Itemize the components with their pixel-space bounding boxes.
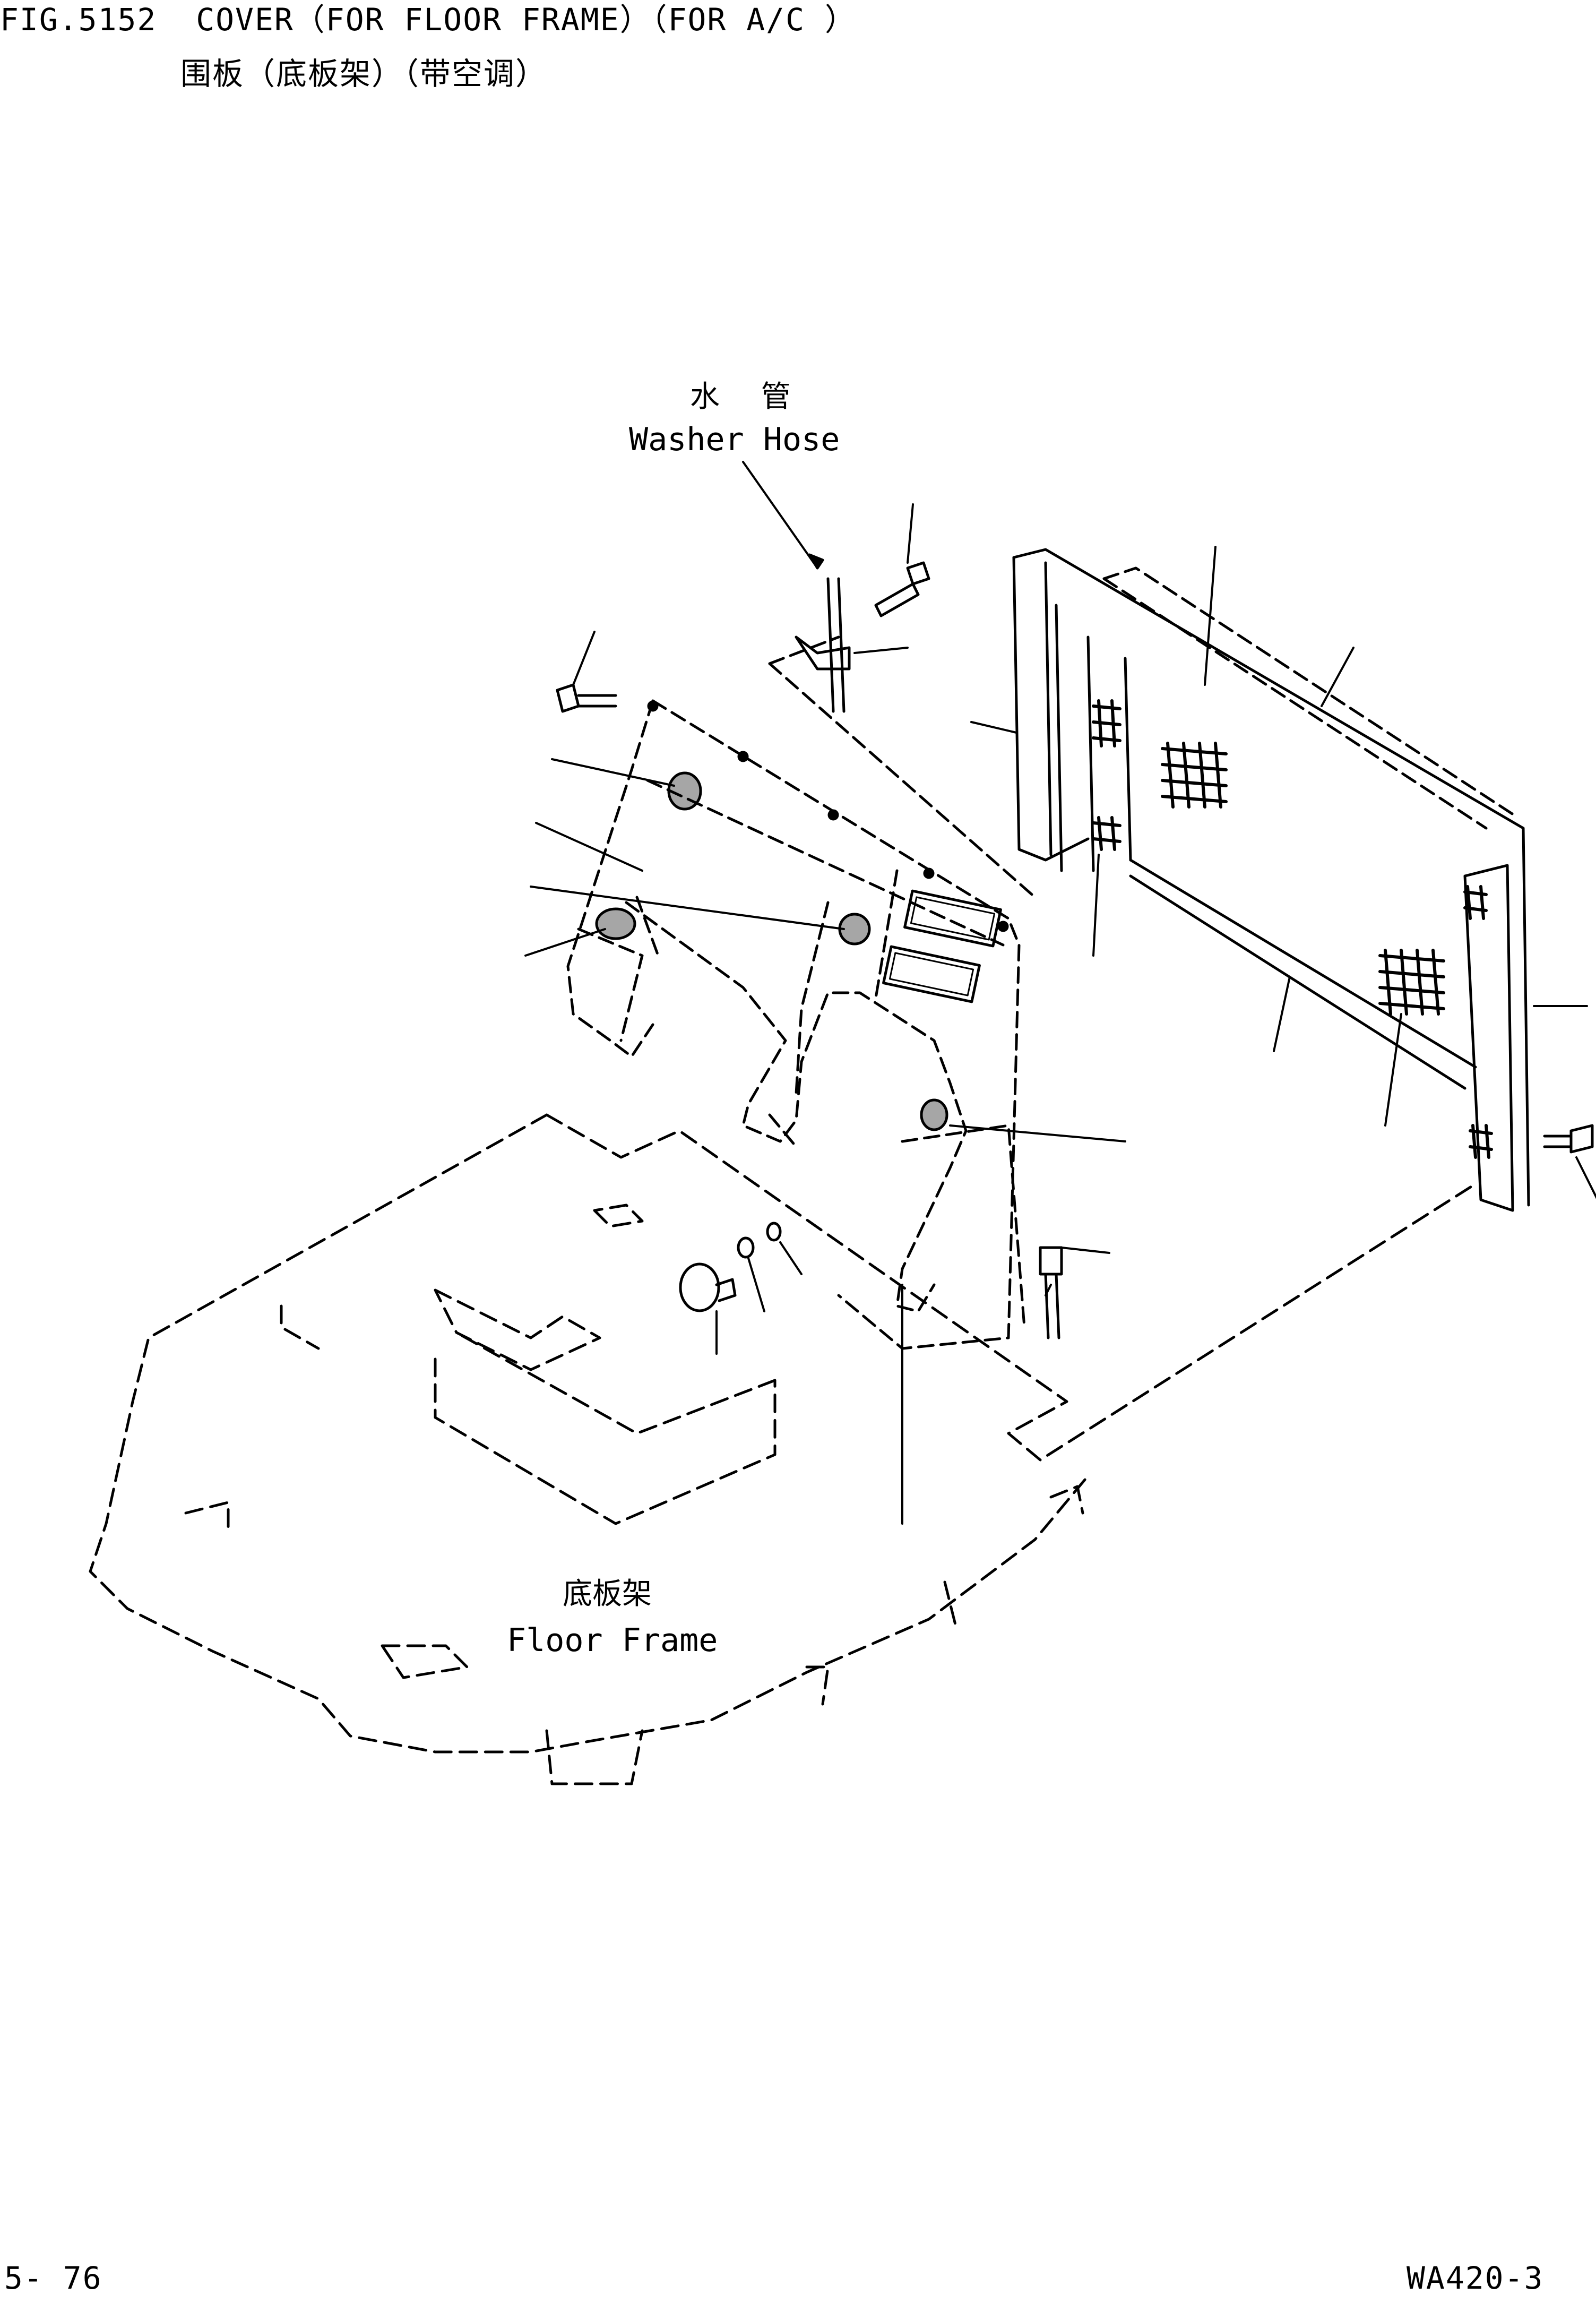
washer-hose-label-cn: 水 管 <box>690 380 807 414</box>
rear-cover-top-edge <box>1102 566 1520 830</box>
page-number: 5- 76 <box>4 2260 102 2296</box>
dashboard-windows <box>882 889 1002 1003</box>
washer-hose-arrowhead <box>808 553 824 570</box>
mesh-patches <box>1092 699 1493 1159</box>
washer-hose <box>795 577 851 713</box>
hose-connection-lines <box>768 635 1037 899</box>
front-cover-panel <box>566 699 1026 1350</box>
leader-lines <box>524 461 1596 1525</box>
figure-title: FIG.5152 COVER（FOR FLOOR FRAME）（FOR A/C … <box>0 2 857 38</box>
floor-frame-label-cn: 底板架 <box>563 1577 652 1611</box>
floor-frame-outline <box>89 1113 1477 1785</box>
model-code: WA420-3 <box>1407 2260 1544 2296</box>
floor-frame-label: Floor Frame <box>507 1622 718 1659</box>
knob-and-washers <box>679 1222 782 1312</box>
bolts <box>556 561 1594 1339</box>
rear-cover-panel <box>1012 548 1530 1212</box>
grommets <box>595 771 948 1131</box>
figure-subtitle: 围板（底板架）（带空调） <box>180 56 548 92</box>
washer-hose-label: Washer Hose <box>629 421 840 458</box>
